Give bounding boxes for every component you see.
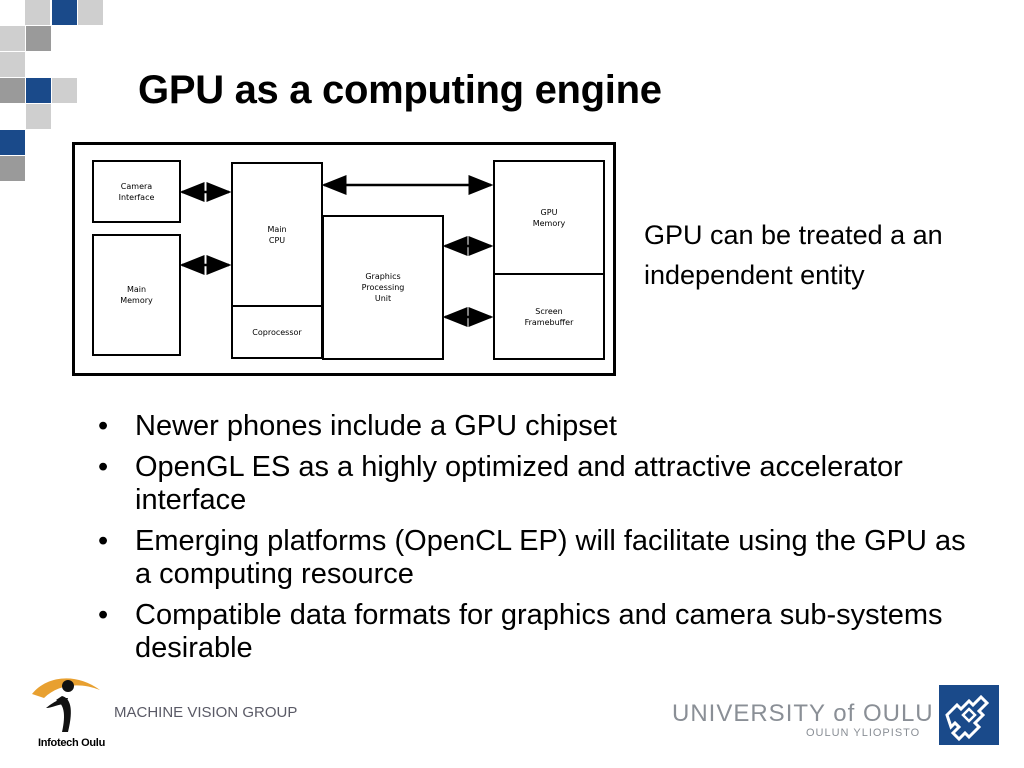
diagram-arrows [179,175,494,327]
university-name: UNIVERSITY of OULU [672,700,934,727]
list-item: • Compatible data formats for graphics an… [98,599,978,665]
architecture-diagram: Camera Interface Main Memory Main CPU Co… [72,142,616,376]
deco-square [26,78,51,103]
list-item: • Emerging platforms (OpenCL EP) will fac… [98,525,978,591]
bullet-glyph: • [98,410,109,442]
university-subtitle: OULUN YLIOPISTO [806,727,921,739]
gpu-block: Graphics Processing Unit [322,215,444,360]
deco-square [0,52,25,77]
deco-square [26,104,51,129]
page-title: GPU as a computing engine [138,68,662,112]
group-label: MACHINE VISION GROUP [114,704,298,721]
deco-square [0,156,25,181]
deco-square [0,26,25,51]
deco-square [0,130,25,155]
bullet-text: Emerging platforms (OpenCL EP) will faci… [135,525,966,590]
infotech-label: Infotech Oulu [38,737,105,749]
coprocessor-block: Coprocessor [231,305,323,359]
infotech-logo [32,678,100,732]
deco-square [0,78,25,103]
deco-square [78,0,103,25]
deco-square [26,26,51,51]
deco-square [25,0,50,25]
bullet-text: Newer phones include a GPU chipset [135,410,617,442]
deco-square [52,78,77,103]
bullet-list: • Newer phones include a GPU chipset • Ope… [98,410,978,673]
university-logo [939,685,999,745]
camera-interface-block: Camera Interface [92,160,181,223]
main-cpu-block: Main CPU [231,162,323,307]
bullet-glyph: • [98,525,109,557]
bullet-glyph: • [98,451,109,483]
deco-square [52,0,77,25]
gpu-memory-block: GPU Memory [493,160,605,275]
bullet-glyph: • [98,599,109,631]
list-item: • OpenGL ES as a highly optimized and att… [98,451,978,517]
bullet-text: Compatible data formats for graphics and… [135,599,943,664]
side-note: GPU can be treated a an independent enti… [644,220,943,290]
list-item: • Newer phones include a GPU chipset [98,410,978,443]
main-memory-block: Main Memory [92,234,181,356]
bullet-text: OpenGL ES as a highly optimized and attr… [135,451,903,516]
screen-framebuffer-block: Screen Framebuffer [493,273,605,360]
